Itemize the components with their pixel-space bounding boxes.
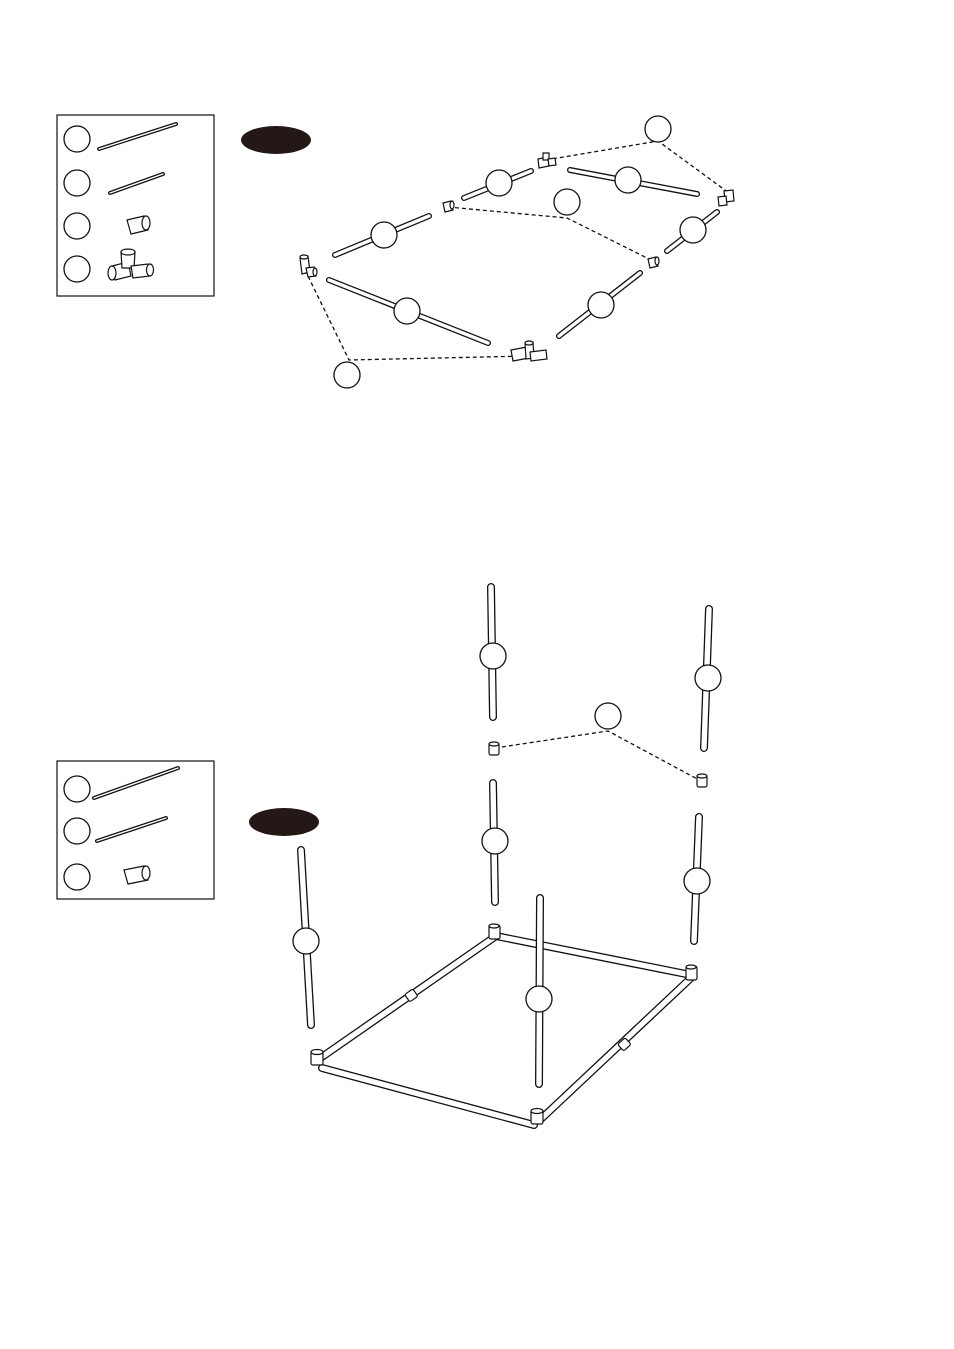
callout	[371, 222, 397, 248]
step-2-leader-lines	[495, 731, 701, 781]
callout	[480, 643, 506, 669]
callout	[695, 665, 721, 691]
three-way-connector	[538, 153, 556, 168]
legend-callout	[64, 818, 90, 844]
legend-callout	[64, 864, 90, 890]
step-1	[57, 115, 734, 388]
step-1-callouts	[334, 116, 706, 388]
step-2	[57, 587, 721, 1125]
pipe	[322, 1068, 534, 1125]
straight-connector	[443, 201, 454, 212]
legend-callout	[64, 776, 90, 802]
callout	[645, 116, 671, 142]
callout	[684, 868, 710, 894]
callout	[588, 292, 614, 318]
callout	[526, 986, 552, 1012]
callout	[293, 928, 319, 954]
pipe	[541, 977, 692, 1119]
step-2-badge	[249, 808, 319, 836]
step-1-badge	[241, 126, 311, 154]
callout	[394, 298, 420, 324]
legend-callout	[64, 256, 90, 282]
straight-connector	[648, 257, 659, 268]
three-way-connector	[511, 341, 547, 361]
callout	[615, 167, 641, 193]
corner-connector	[300, 255, 317, 277]
callout	[680, 217, 706, 243]
pipe	[496, 936, 691, 975]
legend-callout	[64, 170, 90, 196]
step-2-parts-legend	[57, 761, 214, 899]
callout	[482, 828, 508, 854]
step-1-parts-legend	[57, 115, 214, 296]
legend-callout	[64, 126, 90, 152]
callout	[334, 362, 360, 388]
step-2-callouts	[293, 643, 721, 1012]
legend-callout	[64, 213, 90, 239]
callout	[595, 703, 621, 729]
corner-connector	[718, 190, 734, 206]
step-2-fittings	[489, 742, 707, 787]
step-1-fittings	[300, 153, 734, 361]
step-1-pipes	[329, 170, 717, 343]
assembled-base-frame	[319, 936, 692, 1125]
callout	[486, 170, 512, 196]
callout	[554, 189, 580, 215]
